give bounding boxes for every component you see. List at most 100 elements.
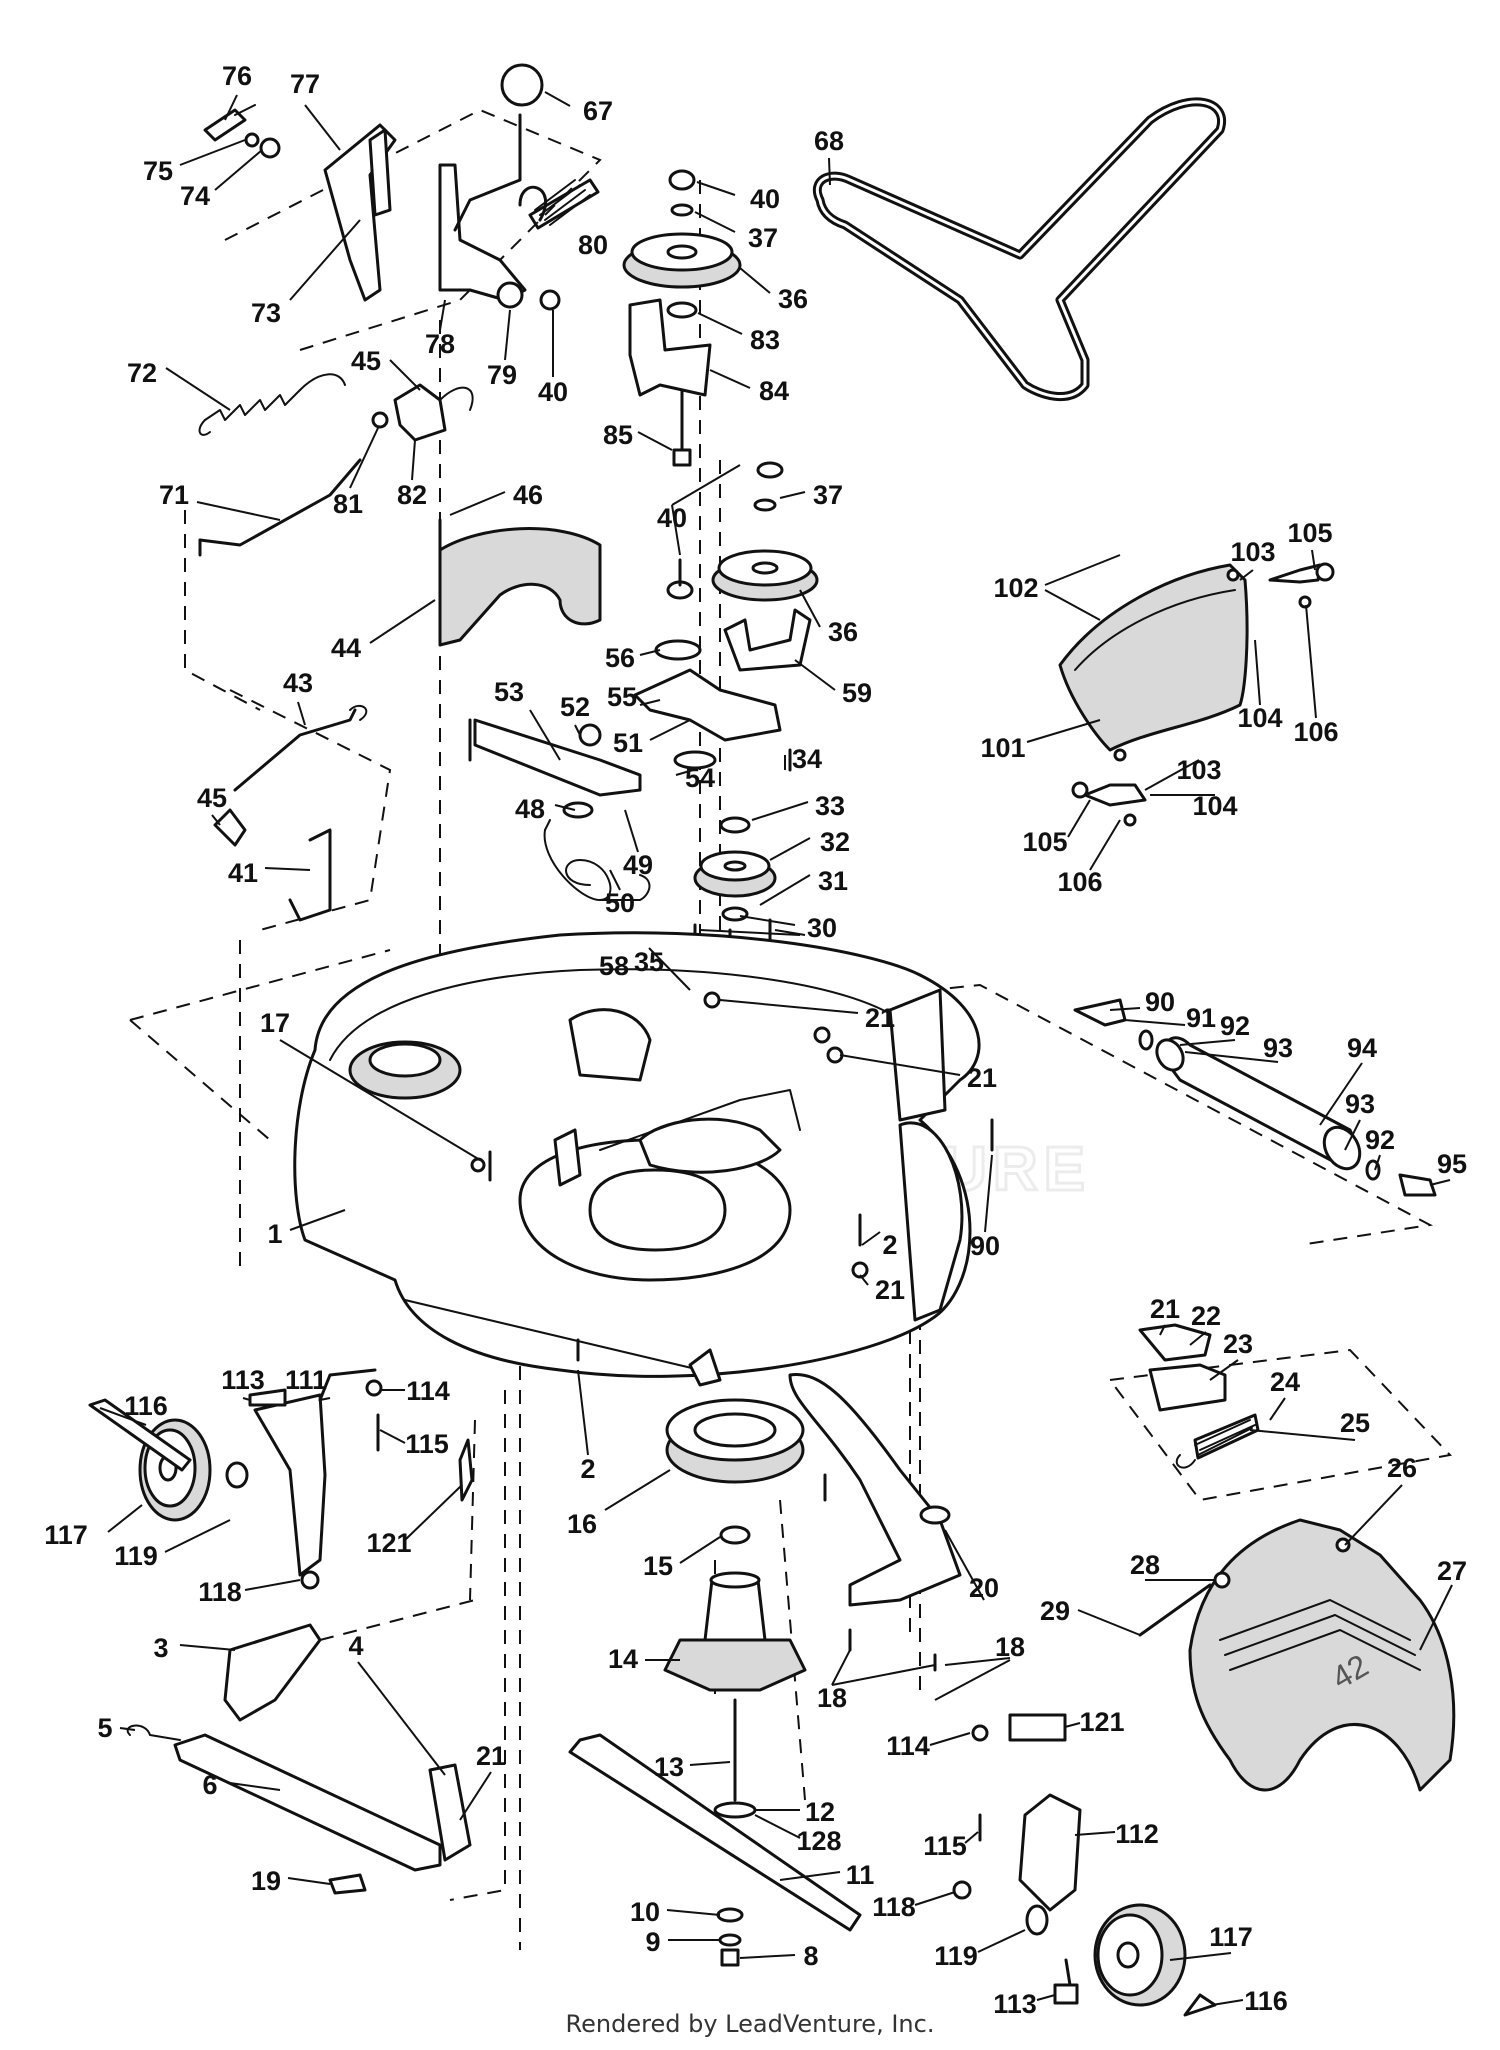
idler-pulley-lower xyxy=(666,461,819,672)
callout-128: 128 xyxy=(796,1826,841,1856)
callout-33: 33 xyxy=(815,791,845,821)
callout-36: 36 xyxy=(828,617,858,647)
callout-113: 113 xyxy=(221,1365,265,1395)
callout-118: 118 xyxy=(198,1577,242,1607)
lift-rod-71 xyxy=(198,458,362,557)
callout-117: 117 xyxy=(44,1520,88,1550)
callout-21: 21 xyxy=(865,1003,895,1033)
mower-deck xyxy=(293,931,981,1387)
callout-23: 23 xyxy=(1223,1329,1253,1359)
callout-119: 119 xyxy=(114,1541,158,1571)
callout-16: 16 xyxy=(567,1509,597,1539)
callout-45: 45 xyxy=(197,783,227,813)
callout-13: 13 xyxy=(654,1752,684,1782)
callout-25: 25 xyxy=(1340,1408,1370,1438)
callout-106: 106 xyxy=(1293,717,1338,747)
callout-105: 105 xyxy=(1022,827,1067,857)
callout-29: 29 xyxy=(1040,1596,1070,1626)
callout-21: 21 xyxy=(967,1063,997,1093)
callout-18: 18 xyxy=(817,1683,847,1713)
callout-116: 116 xyxy=(1244,1986,1288,2016)
callout-37: 37 xyxy=(813,480,843,510)
callout-49: 49 xyxy=(623,850,653,880)
callout-46: 46 xyxy=(513,480,543,510)
callout-21: 21 xyxy=(875,1275,905,1305)
spindle-pulley-stack xyxy=(693,748,792,977)
callout-44: 44 xyxy=(331,633,361,663)
callout-54: 54 xyxy=(685,763,715,793)
idler-arm-55 xyxy=(633,639,782,770)
callout-27: 27 xyxy=(1437,1556,1467,1586)
deck-belt-68 xyxy=(812,97,1226,402)
callout-18: 18 xyxy=(995,1632,1025,1662)
callout-20: 20 xyxy=(969,1573,999,1603)
callout-48: 48 xyxy=(515,794,545,824)
callout-72: 72 xyxy=(127,358,157,388)
hardware-fasteners xyxy=(488,991,994,1672)
callout-76: 76 xyxy=(222,61,252,91)
callout-8: 8 xyxy=(803,1941,818,1971)
callout-113: 113 xyxy=(993,1989,1037,2019)
callout-32: 32 xyxy=(820,827,850,857)
callout-34: 34 xyxy=(792,744,822,774)
callout-118: 118 xyxy=(872,1892,916,1922)
callout-103: 103 xyxy=(1176,755,1221,785)
callout-114: 114 xyxy=(406,1376,450,1406)
callout-92: 92 xyxy=(1365,1125,1395,1155)
gauge-wheel-right xyxy=(952,1713,1217,2017)
callout-119: 119 xyxy=(934,1941,978,1971)
callout-82: 82 xyxy=(397,480,427,510)
discharge-chute-27: 42 xyxy=(1138,1518,1456,1792)
callout-90: 90 xyxy=(1145,987,1175,1017)
callout-40: 40 xyxy=(750,184,780,214)
callout-50: 50 xyxy=(605,888,635,918)
callout-95: 95 xyxy=(1437,1149,1467,1179)
callout-24: 24 xyxy=(1270,1367,1300,1397)
callout-2: 2 xyxy=(882,1230,897,1260)
callout-115: 115 xyxy=(923,1831,967,1861)
callout-84: 84 xyxy=(759,376,789,406)
callout-85: 85 xyxy=(603,420,633,450)
callout-112: 112 xyxy=(1115,1819,1159,1849)
callout-4: 4 xyxy=(348,1631,363,1661)
callout-22: 22 xyxy=(1191,1301,1221,1331)
callout-5: 5 xyxy=(97,1713,112,1743)
callout-106: 106 xyxy=(1057,867,1102,897)
callout-105: 105 xyxy=(1287,518,1332,548)
callout-40: 40 xyxy=(538,377,568,407)
callout-93: 93 xyxy=(1263,1033,1293,1063)
belt-cover-44 xyxy=(438,518,602,647)
callout-1: 1 xyxy=(267,1219,282,1249)
callout-51: 51 xyxy=(613,728,643,758)
callout-21: 21 xyxy=(476,1741,506,1771)
callout-83: 83 xyxy=(750,325,780,355)
callout-30: 30 xyxy=(807,913,837,943)
callout-12: 12 xyxy=(805,1797,835,1827)
callout-68: 68 xyxy=(814,126,844,156)
callout-81: 81 xyxy=(333,489,363,519)
linkage-rods-left xyxy=(213,704,368,922)
callout-91: 91 xyxy=(1186,1003,1216,1033)
callout-35: 35 xyxy=(634,947,664,977)
callout-73: 73 xyxy=(251,298,281,328)
callout-80: 80 xyxy=(578,230,608,260)
callout-28: 28 xyxy=(1130,1550,1160,1580)
callout-121: 121 xyxy=(1079,1707,1124,1737)
anti-scalp-roller-94 xyxy=(1073,998,1437,1197)
spring-72 xyxy=(198,373,346,436)
callout-121: 121 xyxy=(366,1528,411,1558)
discharge-deflector-101 xyxy=(1058,562,1335,827)
callout-14: 14 xyxy=(608,1644,638,1674)
callout-71: 71 xyxy=(159,480,189,510)
callout-53: 53 xyxy=(494,677,524,707)
callout-10: 10 xyxy=(630,1897,660,1927)
callout-75: 75 xyxy=(143,156,173,186)
callout-21: 21 xyxy=(1150,1294,1180,1324)
callout-36: 36 xyxy=(778,284,808,314)
rear-hanger-bracket xyxy=(1138,1323,1260,1469)
callout-115: 115 xyxy=(405,1429,449,1459)
callout-101: 101 xyxy=(980,733,1025,763)
callout-90: 90 xyxy=(970,1231,1000,1261)
